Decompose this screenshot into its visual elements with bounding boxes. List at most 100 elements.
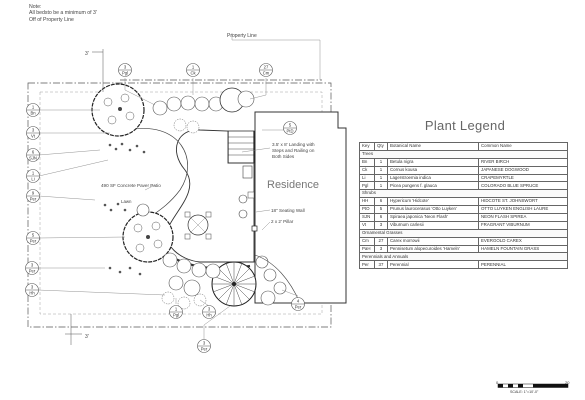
legend-header-qty: Qty	[374, 142, 388, 151]
legend-section-name: Trees	[359, 149, 568, 159]
plant-tag-qty: 3	[31, 263, 34, 268]
legend-cell-botanical: Picea pungens f. glauca	[387, 181, 479, 191]
residence-outline	[254, 111, 347, 304]
legend-cell-qty: 1	[374, 173, 388, 183]
plant-tag: 3Hh	[25, 283, 39, 297]
legend-cell-qty: 1	[374, 157, 388, 167]
legend-cell-qty: 5	[374, 205, 388, 215]
legend-cell-botanical: Hypericum 'Hidcote'	[387, 197, 479, 207]
plant-tag-code: Pgl	[173, 312, 179, 317]
legend-cell-common: JAPANESE DOGWOOD	[478, 165, 568, 175]
plant-tag: 1Ck	[186, 63, 200, 77]
plant-tag-code: Per	[295, 304, 302, 309]
plant-tag-qty: 1	[175, 307, 178, 312]
property-line-label: Property Line	[227, 33, 257, 39]
landing-steps	[227, 130, 255, 164]
plant-tag-qty: 3	[32, 128, 35, 133]
plant-tag: 1Li	[26, 169, 40, 183]
legend-cell-qty: 1	[374, 181, 388, 191]
plant-tag-qty: 3	[31, 285, 34, 290]
legend-header-key: Key	[359, 142, 375, 151]
plant-tag-qty: 5	[32, 233, 35, 238]
plant-tag-qty: 27	[264, 65, 269, 70]
dimension-top-label: 3'	[85, 51, 89, 57]
legend-cell-common: HAMELN FOUNTAIN GRASS	[478, 244, 568, 254]
legend-cell-qty: 6	[374, 213, 388, 222]
plant-tag-code: Per	[30, 238, 37, 243]
legend-cell-key: PaH	[359, 244, 375, 254]
legend-cell-common: NEON FLASH SPIREA	[478, 213, 568, 222]
perennial-dots	[103, 142, 146, 276]
legend-cell-common: OTTO LUYKEN ENGLISH LAURE	[478, 205, 568, 215]
plant-tag-code: Vt	[31, 133, 36, 138]
legend-section-row: Ornamental Grasses	[359, 228, 568, 238]
plant-tag-code: PtD	[287, 128, 294, 133]
legend-cell-qty: 27	[374, 236, 388, 246]
legend-section-row: Perennials and Annuals	[359, 252, 568, 262]
legend-cell-qty: 3	[374, 244, 388, 254]
landing-label-line-2: Steps and Railing on	[272, 148, 315, 153]
shrub-row-top	[152, 87, 255, 134]
legend-cell-common: FRAGRANT VIBURNUM	[478, 220, 568, 230]
note-line-2: Off of Property Line	[29, 16, 74, 23]
legend-cell-qty: 37	[374, 260, 388, 270]
plant-tag: 3Vt	[26, 126, 40, 140]
legend-cell-key: Bn	[359, 157, 375, 167]
legend-cell-botanical: Spiraea japonica 'Neon Flash'	[387, 213, 479, 222]
plant-tag-code: Hh	[206, 312, 212, 317]
legend-cell-key: PtO	[359, 205, 375, 215]
legend-cell-key: Per	[359, 260, 375, 270]
legend-cell-key: Cm	[359, 236, 375, 246]
legend-section-row: Trees	[359, 149, 568, 159]
bed-edge-right	[254, 254, 301, 304]
shrub-row-left	[136, 203, 221, 310]
plant-tag-qty: 1	[192, 65, 195, 70]
residence-label: Residence	[267, 179, 319, 191]
dimension-bottom-label: 3'	[85, 334, 89, 340]
legend-cell-common: RIVER BIRCH	[478, 157, 568, 167]
legend-cell-botanical: Carex morrowii	[387, 236, 479, 246]
scale-end: 20	[565, 380, 570, 385]
legend-header-common: Common Name	[478, 142, 568, 151]
scale-label: SCALE: 1"=10'-0"	[510, 390, 539, 394]
legend-cell-common: PERENNIAL	[478, 260, 568, 270]
plant-legend-title: Plant Legend	[424, 118, 506, 133]
plant-tag-qty: 1	[32, 105, 35, 110]
legend-cell-common: HIDCOTE ST. JOHNSWORT	[478, 197, 568, 207]
legend-cell-botanical: Betula nigra	[387, 157, 479, 167]
legend-cell-botanical: Lagerstroemia indica	[387, 173, 479, 183]
lawn-label: Lawn	[121, 199, 132, 204]
pillar-label: 2 x 2' Pillar	[271, 219, 294, 224]
legend-cell-botanical: Viburnum carlesii	[387, 220, 479, 230]
dimension-top	[92, 49, 104, 92]
plant-tag-code: Pgl	[122, 70, 128, 75]
plant-tag-qty: 3	[124, 65, 127, 70]
legend-header-row: Key Qty Botanical Name Common Name	[359, 142, 568, 151]
legend-cell-botanical: Prunus laurocerasus 'Otto Luyken'	[387, 205, 479, 215]
legend-section-name: Perennials and Annuals	[359, 252, 568, 262]
plant-tag-qty: 1	[32, 171, 35, 176]
note-heading: Note:	[29, 4, 42, 10]
legend-cell-common: COLORADO BLUE SPRUCE	[478, 181, 568, 191]
legend-header-botanical: Botanical Name	[387, 142, 479, 151]
plant-tag-qty: 3	[203, 341, 206, 346]
plant-tag-code: Ck	[190, 70, 196, 75]
plant-tag-code: Cm	[263, 70, 270, 75]
